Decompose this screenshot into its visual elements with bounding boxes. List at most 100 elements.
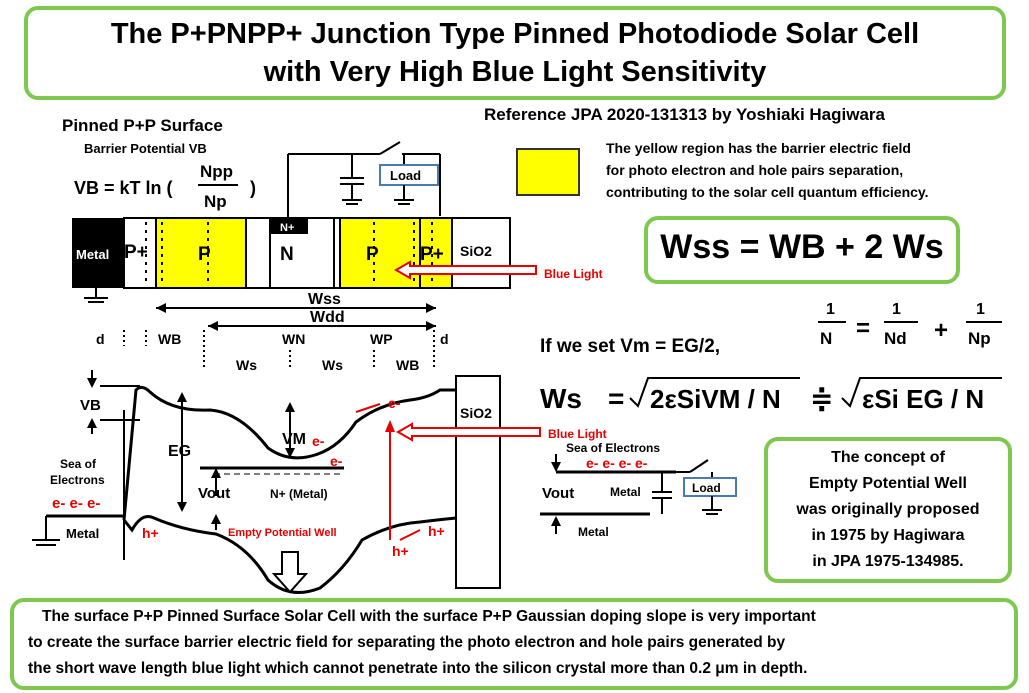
- n-plus-label: N+: [280, 222, 294, 234]
- yellow-note-line-3: contributing to the solar cell quantum e…: [606, 184, 929, 200]
- layer-label-metal: Metal: [76, 247, 109, 262]
- dim-d-right: d: [440, 331, 449, 347]
- sea-label-2: Electrons: [50, 473, 105, 487]
- vb-denominator: Np: [204, 192, 227, 211]
- dim-wn: WN: [282, 331, 305, 347]
- concept-line-4: in 1975 by Hagiwara: [811, 527, 965, 544]
- down-arrow: [271, 551, 309, 594]
- n-formula: 1 N = 1 Nd + 1 Np: [818, 301, 1002, 348]
- dim-wp: WP: [370, 331, 393, 347]
- device-cross-section: Metal P+ P N P P+ SiO2 N+: [72, 217, 511, 303]
- yellow-note-line-2: for photo electron and hole pairs separa…: [606, 162, 904, 178]
- if-set-text: If we set Vm = EG/2,: [540, 336, 720, 357]
- bottom-line-1: The surface P+P Pinned Surface Solar Cel…: [42, 608, 816, 625]
- top-circuit: Load: [287, 141, 441, 220]
- hole-label-1: h+: [142, 525, 159, 541]
- concept-line-2: Empty Potential Well: [809, 475, 967, 492]
- svg-text:1: 1: [826, 301, 835, 318]
- circuit-vout: Vout: [542, 485, 574, 502]
- dim-wdd: Wdd: [310, 309, 345, 326]
- sea-label-1: Sea of: [60, 457, 97, 471]
- blue-light-label-bottom: Blue Light: [548, 427, 607, 441]
- conduction-band: [122, 385, 456, 521]
- valence-band: [122, 515, 457, 594]
- metal-band-label: Metal: [66, 526, 99, 541]
- layer-label-p-plus-left: P+: [124, 242, 148, 263]
- hole-label-3: h+: [392, 543, 409, 559]
- svg-text:Np: Np: [968, 329, 991, 348]
- dim-wb-left: WB: [158, 331, 181, 347]
- band-vm: VM: [282, 431, 306, 448]
- bottom-line-3: the short wave length blue light which c…: [28, 660, 808, 677]
- wss-formula-box: Wss = WB + 2 Ws: [644, 216, 960, 284]
- yellow-note-line-1: The yellow region has the barrier electr…: [606, 140, 911, 156]
- dim-ws-1: Ws: [236, 357, 257, 373]
- svg-text:+: +: [934, 317, 948, 344]
- circuit-metal-1: Metal: [610, 485, 641, 499]
- svg-text:1: 1: [892, 301, 901, 318]
- bottom-note-box: The surface P+P Pinned Surface Solar Cel…: [10, 598, 1018, 690]
- svg-text:εSi EG / N: εSi EG / N: [862, 384, 984, 414]
- empty-well-label: Empty Potential Well: [228, 527, 337, 539]
- concept-box: The concept of Empty Potential Well was …: [764, 437, 1012, 583]
- vb-numerator: Npp: [200, 162, 233, 181]
- concept-line-3: was originally proposed: [796, 501, 980, 518]
- blue-light-label-top: Blue Light: [544, 267, 603, 281]
- band-eg: EG: [168, 443, 191, 460]
- circuit-metal-2: Metal: [578, 525, 609, 539]
- layer-label-sio2: SiO2: [460, 243, 492, 259]
- layer-label-p-right: P: [366, 244, 379, 265]
- barrier-label: Barrier Potential VB: [84, 141, 207, 156]
- layer-label-n: N: [280, 244, 294, 265]
- svg-text:≑: ≑: [810, 383, 833, 414]
- blue-light-arrow-bottom: Blue Light: [395, 422, 607, 442]
- dim-ws-2: Ws: [322, 357, 343, 373]
- layer-sio2: [451, 217, 511, 289]
- n-plus-contact: [270, 218, 308, 234]
- output-circuit: Sea of Electrons e- e- e- e- Vout Metal …: [540, 441, 737, 539]
- band-vb: VB: [80, 397, 101, 414]
- title-line-1: The P+PNPP+ Junction Type Pinned Photodi…: [110, 18, 920, 50]
- concept-line-1: The concept of: [831, 449, 945, 466]
- ws-formula: Ws = 2εSiVM / N ≑ εSi EG / N: [540, 377, 1002, 414]
- sio2-band-block: [455, 375, 501, 589]
- svg-text:Ws: Ws: [540, 383, 582, 414]
- title-line-2: with Very High Blue Light Sensitivity: [263, 56, 767, 88]
- sea-electrons: e- e- e-: [52, 495, 100, 512]
- band-n-metal: N+ (Metal): [270, 487, 328, 501]
- svg-text:=: =: [608, 383, 624, 414]
- dim-wb-right: WB: [396, 357, 419, 373]
- blue-light-arrow-top: Blue Light: [393, 260, 603, 281]
- bottom-line-2: to create the surface barrier electric f…: [28, 634, 786, 651]
- layer-p-plus-left: [123, 217, 157, 289]
- electron-label-3: e-: [388, 395, 401, 411]
- svg-text:Nd: Nd: [884, 329, 907, 348]
- circuit-load-label: Load: [692, 481, 721, 495]
- yellow-swatch: [516, 148, 580, 196]
- reference-text: Reference JPA 2020-131313 by Yoshiaki Ha…: [484, 105, 885, 124]
- band-vout: Vout: [198, 485, 230, 502]
- wss-formula: Wss = WB + 2 Ws: [660, 228, 944, 266]
- vb-formula-prefix: VB = kT ln (: [74, 178, 173, 198]
- surface-heading: Pinned P+P Surface: [62, 116, 223, 135]
- layer-metal: [72, 218, 124, 288]
- svg-text:2εSiVM / N: 2εSiVM / N: [650, 384, 781, 414]
- concept-line-5: in JPA 1975-134985.: [812, 553, 964, 570]
- layer-p-plus-right: [419, 217, 453, 289]
- electron-label-1: e-: [312, 433, 325, 449]
- electron-label-2: e-: [330, 453, 343, 469]
- title-box: The P+PNPP+ Junction Type Pinned Photodi…: [24, 6, 1006, 100]
- circuit-sea-label: Sea of Electrons: [566, 441, 660, 455]
- svg-text:1: 1: [976, 301, 985, 318]
- dim-wss: Wss: [308, 291, 341, 308]
- layer-label-p-plus-right: P+: [420, 244, 444, 265]
- svg-text:=: =: [856, 315, 870, 342]
- load-label-top: Load: [390, 168, 421, 183]
- dimension-lines: Wss Wdd d WB WN WP d Ws Ws WB: [96, 291, 449, 373]
- layer-label-p-left: P: [198, 244, 211, 265]
- band-sio2-label: SiO2: [460, 405, 492, 421]
- dim-d-left: d: [96, 331, 105, 347]
- circuit-electrons: e- e- e- e-: [586, 455, 648, 471]
- vb-formula-suffix: ): [250, 178, 256, 198]
